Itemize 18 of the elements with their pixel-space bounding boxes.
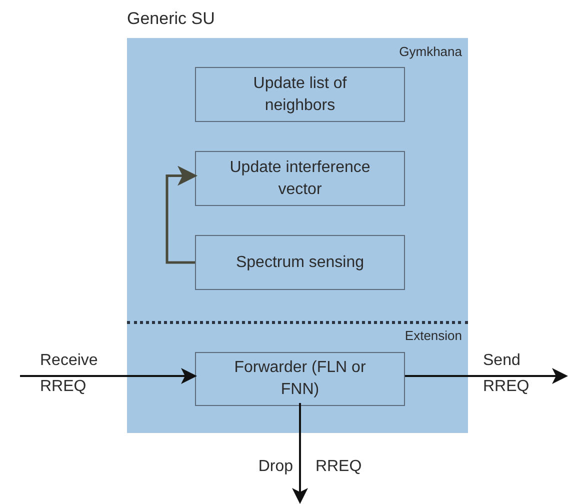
arrow bbox=[292, 403, 308, 504]
arrow bbox=[20, 368, 197, 384]
section-label: Extension bbox=[404, 328, 462, 343]
box-text: Spectrum sensing bbox=[236, 252, 364, 272]
section-label: Gymkhana bbox=[399, 44, 462, 59]
box-text: Update interference vector bbox=[228, 158, 372, 200]
arrow bbox=[405, 368, 568, 384]
box-text: Forwarder (FLN or FNN) bbox=[233, 358, 367, 400]
box-text: Update list of neighbors bbox=[252, 74, 348, 116]
process-box bbox=[195, 352, 405, 406]
process-box bbox=[195, 235, 405, 290]
panel-title: Generic SU bbox=[127, 9, 215, 29]
edge-label: Receive RREQ bbox=[40, 351, 99, 397]
edge-label: Drop RREQ bbox=[257, 458, 363, 476]
process-box bbox=[195, 151, 405, 206]
edge-label: Send RREQ bbox=[483, 351, 530, 397]
arrow bbox=[166, 166, 198, 264]
process-box bbox=[195, 67, 405, 122]
